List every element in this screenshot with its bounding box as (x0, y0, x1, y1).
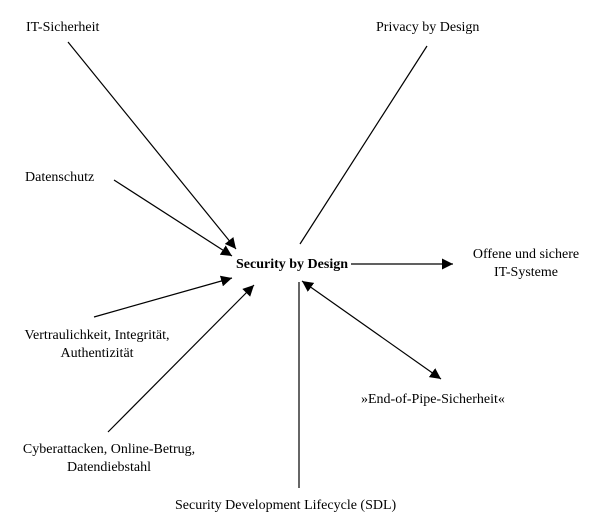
node-cyber-line2: Datendiebstahl (67, 460, 151, 475)
edge-end-of-pipe (301, 280, 442, 380)
node-offene-line1: Offene und sichere (472, 247, 580, 262)
node-offene-it-systeme: Offene und sichere IT-Systeme (462, 246, 590, 282)
edge-it-sicherheit (67, 41, 237, 250)
node-vertraulichkeit: Vertraulichkeit, Integrität, Authentizit… (8, 327, 186, 363)
node-vertraulichkeit-line1: Vertraulichkeit, Integrität, (24, 328, 170, 343)
node-sdl: Security Development Lifecycle (SDL) (175, 498, 397, 513)
edge-privacy (299, 45, 428, 245)
edge-cyber (107, 284, 255, 433)
node-it-sicherheit: IT-Sicherheit (26, 20, 100, 35)
edge-datenschutz (113, 179, 233, 257)
node-end-of-pipe: »End-of-Pipe-Sicherheit« (361, 392, 505, 407)
edge-vertraulichkeit (93, 275, 233, 318)
center-node-label: Security by Design (236, 257, 348, 272)
node-cyber-line1: Cyberattacken, Online-Betrug, (22, 442, 196, 457)
node-cyberattacken: Cyberattacken, Online-Betrug, Datendiebs… (6, 441, 212, 477)
node-datenschutz: Datenschutz (25, 170, 95, 185)
node-offene-line2: IT-Systeme (493, 265, 559, 280)
node-vertraulichkeit-line2: Authentizität (60, 346, 134, 361)
node-privacy-by-design: Privacy by Design (376, 20, 480, 35)
